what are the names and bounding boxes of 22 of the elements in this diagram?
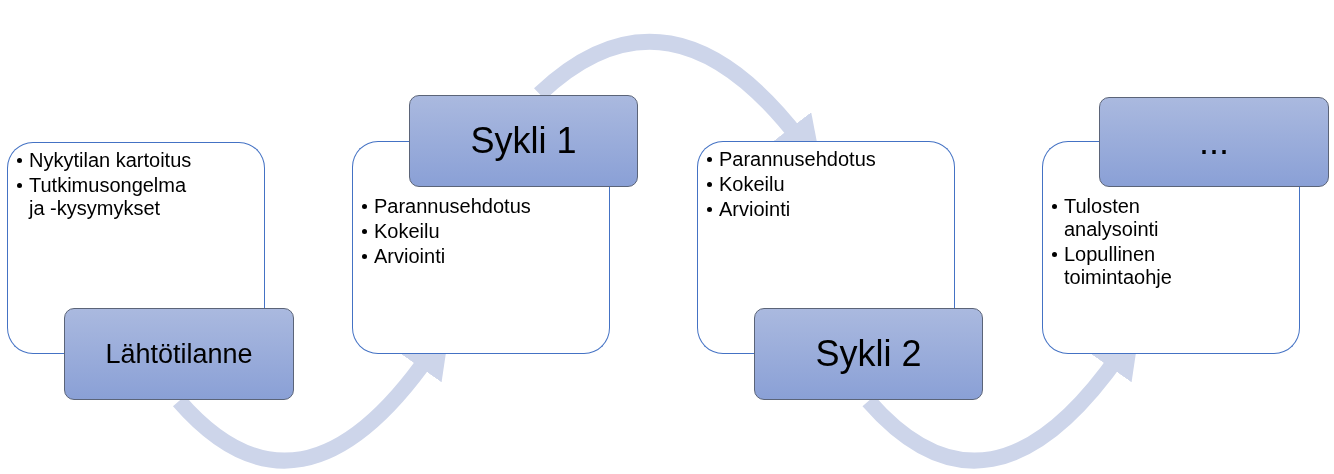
bullet-item: Parannusehdotus: [704, 148, 889, 171]
stage-title: Sykli 1: [470, 120, 577, 162]
bullet-item: Arviointi: [359, 245, 544, 268]
stage-title: ...: [1199, 121, 1229, 163]
content-card: [7, 142, 265, 308]
bullet-item: Kokeilu: [704, 173, 889, 196]
bullet-item: Parannusehdotus: [359, 195, 544, 218]
stage-header-box: [1099, 97, 1329, 187]
stage-header-box: [409, 95, 638, 187]
bullet-item: Kokeilu: [359, 220, 544, 243]
stage-header-box: [754, 308, 983, 400]
bullet-item: Nykytilan kartoitus: [14, 149, 199, 172]
stage-title: Lähtötilanne: [105, 338, 253, 370]
stage-title: Sykli 2: [815, 333, 922, 375]
content-card: [1042, 187, 1300, 354]
content-card: [352, 187, 610, 354]
bullet-item: Arviointi: [704, 198, 889, 221]
bullet-item: Tutkimusongelma ja -kysymykset: [14, 174, 199, 220]
bullet-item: Lopullinen toimintaohje: [1049, 243, 1234, 289]
content-card: [697, 141, 955, 308]
stage-header-box: [64, 308, 294, 400]
bullet-item: Tulosten analysointi: [1049, 195, 1234, 241]
